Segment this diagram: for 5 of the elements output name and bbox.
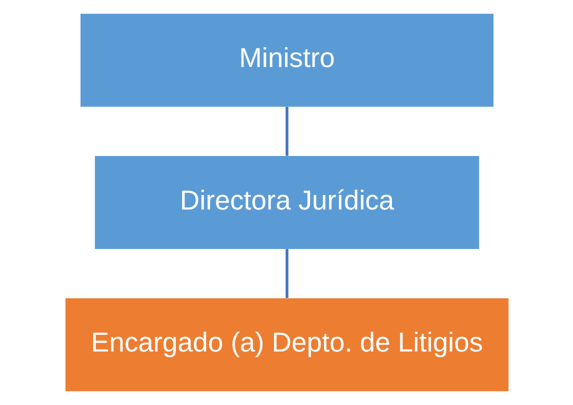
connector <box>285 249 288 298</box>
node-box: Encargado (a) Depto. de Litigios <box>64 298 508 392</box>
node-box: Ministro <box>80 14 493 107</box>
connector <box>285 106 288 156</box>
node-box: Directora Jurídica <box>94 156 479 249</box>
